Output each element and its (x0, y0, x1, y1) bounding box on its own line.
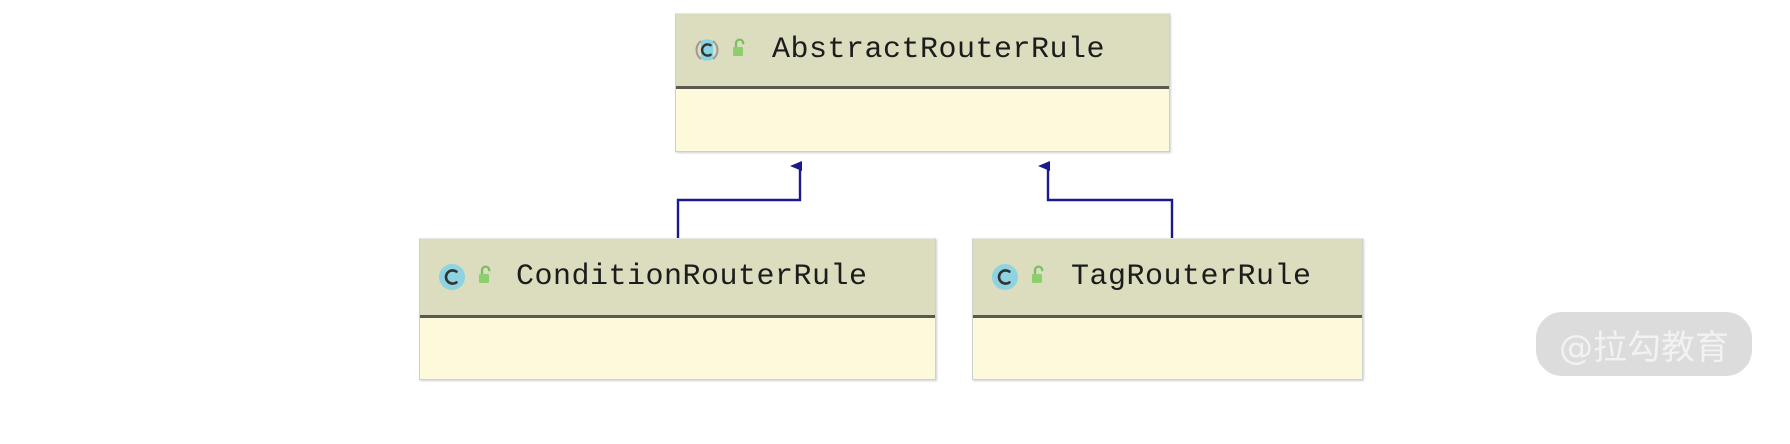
uml-class-header: AbstractRouterRule (676, 14, 1169, 89)
uml-class-name: AbstractRouterRule (772, 33, 1106, 67)
watermark-text: @拉勾教育 (1559, 327, 1729, 368)
watermark: @拉勾教育 (1536, 312, 1752, 376)
unlocked-padlock-icon (474, 263, 496, 292)
uml-class-node-condition-router-rule[interactable]: ConditionRouterRule (419, 238, 936, 380)
unlocked-padlock-icon (1027, 263, 1049, 292)
edge-path (1038, 161, 1174, 246)
uml-class-body (973, 318, 1362, 378)
class-icon (436, 261, 468, 293)
edge-condition-extends-abstract[interactable] (676, 161, 802, 246)
uml-class-body (676, 89, 1169, 150)
abstract-class-icon (692, 35, 722, 65)
uml-class-name: TagRouterRule (1071, 260, 1312, 294)
uml-class-header: TagRouterRule (973, 239, 1362, 318)
uml-class-node-abstract-router-rule[interactable]: AbstractRouterRule (675, 13, 1170, 152)
unlocked-padlock-icon (728, 36, 750, 65)
class-icon (989, 261, 1021, 293)
uml-class-name: ConditionRouterRule (516, 260, 868, 294)
uml-class-node-tag-router-rule[interactable]: TagRouterRule (972, 238, 1363, 380)
edge-tag-extends-abstract[interactable] (1038, 161, 1174, 246)
uml-class-header: ConditionRouterRule (420, 239, 935, 318)
edge-path (676, 161, 802, 246)
uml-class-body (420, 318, 935, 378)
